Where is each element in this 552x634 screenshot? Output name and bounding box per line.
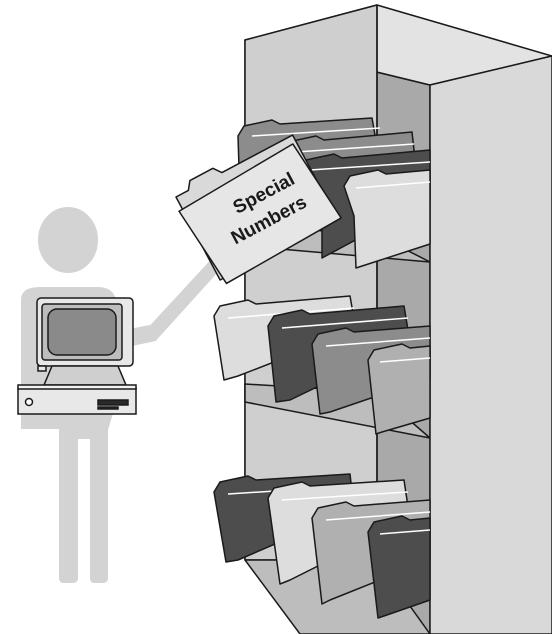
cabinet-side-panel	[430, 56, 552, 634]
monitor-stand	[44, 366, 126, 385]
file-folder-icon	[368, 344, 430, 434]
disk-drive-slot	[98, 400, 128, 405]
monitor-button	[38, 366, 46, 371]
monitor-screen	[48, 309, 116, 355]
computer-base-top	[18, 385, 136, 389]
power-button	[26, 399, 33, 406]
person-body	[20, 246, 232, 584]
file-folder-icon	[368, 516, 430, 618]
person-head	[37, 206, 99, 274]
disk-drive-slot-2	[98, 407, 118, 409]
